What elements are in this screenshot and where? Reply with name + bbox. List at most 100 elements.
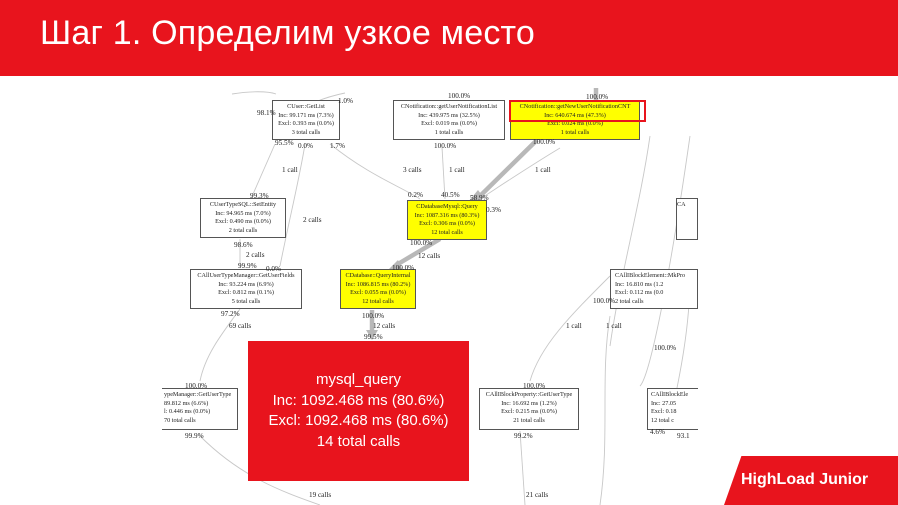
- node-cusertypesql-setentity[interactable]: CUserTypeSQL::SetEntity Inc: 94.965 ms (…: [200, 198, 286, 238]
- edge-label: 12 calls: [373, 322, 396, 330]
- node-inc: Inc: 1086.815 ms (80.2%): [345, 280, 411, 288]
- edge: [329, 143, 421, 200]
- node-name: CDatabase::QueryInternal: [345, 272, 411, 279]
- node-ca-right[interactable]: CA: [676, 198, 698, 240]
- edge: [441, 146, 446, 200]
- edge-label: 100.0%: [410, 239, 433, 247]
- edge-label: 98.1%: [257, 109, 276, 117]
- edge-label: 99.9%: [185, 432, 204, 440]
- edge-label: 3 calls: [403, 166, 422, 174]
- node-name: CNotification::getNewUserNotificationCNT: [519, 103, 631, 110]
- edge-label: 0.0%: [298, 142, 313, 150]
- edge-label: 1 call: [606, 322, 622, 330]
- node-inc: Inc: 439.975 ms (32.5%): [418, 111, 480, 119]
- edge-label: 69 calls: [229, 322, 252, 330]
- edge-label: 93.1: [677, 432, 690, 440]
- node-cnotification-list[interactable]: CNotification::getUserNotificationList I…: [393, 100, 505, 140]
- node-inc: Inc: 94.965 ms (7.0%): [215, 209, 271, 217]
- node-cdatabase-queryinternal[interactable]: CDatabase::QueryInternal Inc: 1086.815 m…: [340, 269, 416, 309]
- node-excl: l: 0.446 ms (0.0%): [164, 408, 211, 416]
- edge-label: 100.0%: [392, 264, 415, 272]
- edge-label: 100.0%: [654, 344, 677, 352]
- node-inc: Inc: 1092.468 ms (80.6%): [272, 391, 445, 409]
- edge-label: 100.0%: [362, 312, 385, 320]
- edge-label: 99.2%: [514, 432, 533, 440]
- call-graph: CUser::GetList Inc: 99.171 ms (7.3%) Exc…: [0, 76, 898, 505]
- edge-label: 0.2%: [408, 191, 423, 199]
- arrowhead: [468, 190, 484, 202]
- node-inc: Inc: 16.810 ms (1.2: [615, 280, 664, 288]
- node-excl: Excl: 0.812 ms (0.1%): [218, 289, 274, 297]
- edge-label: 100.0%: [523, 382, 546, 390]
- edge: [609, 135, 651, 347]
- brand-logo-text: HighLoad Junior: [741, 471, 869, 488]
- node-cuser-getlist[interactable]: CUser::GetList Inc: 99.171 ms (7.3%) Exc…: [272, 100, 340, 140]
- node-inc: Inc: 99.171 ms (7.3%): [278, 111, 334, 119]
- node-calls: 5 total calls: [231, 297, 261, 305]
- node-excl: Excl: 0.18: [651, 408, 677, 416]
- hot-edge: [396, 237, 442, 266]
- node-inc: Inc: 27.05: [651, 399, 677, 407]
- node-mysql-query-hotspot[interactable]: mysql_query Inc: 1092.468 ms (80.6%) Exc…: [248, 341, 469, 481]
- hot-edge: [476, 138, 539, 200]
- node-calls: 1 total calls: [434, 128, 464, 136]
- node-usertype-left[interactable]: ypeManager::GetUserType 89.812 ms (6.6%)…: [162, 388, 238, 430]
- edge-label: 100.0%: [593, 297, 616, 305]
- edge-label: 40.5%: [441, 191, 460, 199]
- node-mkprop[interactable]: CAllIBlockElement::MkPro Inc: 16.810 ms …: [610, 269, 698, 309]
- node-calls: 70 total calls: [164, 416, 196, 424]
- edge: [479, 147, 561, 200]
- title-bar: Шаг 1. Определим узкое место: [0, 0, 898, 76]
- edge-label: 0.3%: [486, 206, 501, 214]
- node-inc: Inc: 640.674 ms (47.3%): [544, 111, 606, 119]
- node-cdatabasemysql-query[interactable]: CDatabaseMysql::Query Inc: 1087.316 ms (…: [407, 200, 487, 240]
- edge-label: 100.0%: [434, 142, 457, 150]
- node-excl: Excl: 0.112 ms (0.0: [615, 289, 664, 297]
- edge: [279, 143, 306, 267]
- edge: [529, 275, 611, 382]
- node-inc: Inc: 93.224 ms (6.9%): [218, 280, 274, 288]
- brand-badge: [724, 456, 898, 505]
- node-excl: Excl: 0.024 ms (0.0%): [547, 120, 603, 128]
- edge-label: 95.5%: [275, 139, 294, 147]
- edge-label: 99.3%: [250, 192, 269, 200]
- edge: [249, 143, 276, 202]
- node-excl: Excl: 0.055 ms (0.0%): [350, 289, 406, 297]
- node-excl: Excl: 0.393 ms (0.0%): [278, 120, 334, 128]
- node-calls: 3 total calls: [291, 128, 321, 136]
- edge-label: 100.0%: [448, 92, 471, 100]
- node-calls: 1 total calls: [560, 128, 590, 136]
- edge-label: 1.7%: [330, 142, 345, 150]
- node-calls: 2 total calls: [615, 297, 644, 305]
- edge-label: 99.9%: [238, 262, 257, 270]
- node-name: CUserTypeSQL::SetEntity: [209, 201, 277, 208]
- node-name: CA: [677, 201, 686, 208]
- edge: [199, 308, 241, 382]
- edge-label: 100.0%: [533, 138, 556, 146]
- edge: [519, 430, 526, 505]
- node-name: CDatabaseMysql::Query: [416, 203, 478, 210]
- node-calls: 12 total c: [651, 416, 675, 424]
- node-excl: Excl: 1092.468 ms (80.6%): [268, 412, 449, 429]
- edge-label: 100.0%: [185, 382, 208, 390]
- edge-label: 19 calls: [309, 491, 332, 499]
- node-calluser-getuserfields[interactable]: CAllUserTypeManager::GetUserFields Inc: …: [190, 269, 302, 309]
- edge-label: 2 calls: [303, 216, 322, 224]
- node-excl: Excl: 0.306 ms (0.0%): [419, 220, 475, 228]
- edge-label: 58.9%: [470, 194, 489, 202]
- node-name: CUser::GetList: [287, 103, 325, 110]
- highlight-frame: [509, 100, 646, 122]
- node-name: CNotification::getUserNotificationList: [400, 103, 498, 110]
- edge-label: 1 call: [449, 166, 465, 174]
- node-excl: Excl: 0.215 ms (0.0%): [501, 408, 557, 416]
- edge-label: 0.0%: [266, 265, 281, 273]
- edge-label: 98.6%: [234, 241, 253, 249]
- slide-title: Шаг 1. Определим узкое место: [40, 14, 536, 52]
- node-iblockelement-right[interactable]: CAllIBlockEle Inc: 27.05 Excl: 0.18 12 t…: [647, 388, 698, 430]
- node-inc: Inc: 16.692 ms (1.2%): [501, 399, 557, 407]
- node-iblockproperty-getusertype[interactable]: CAllIBlockProperty::GetUserType Inc: 16.…: [479, 388, 579, 430]
- node-name: ypeManager::GetUserType: [164, 391, 232, 398]
- edge: [599, 315, 611, 505]
- edge-label: 12 calls: [418, 252, 441, 260]
- edge: [231, 91, 277, 95]
